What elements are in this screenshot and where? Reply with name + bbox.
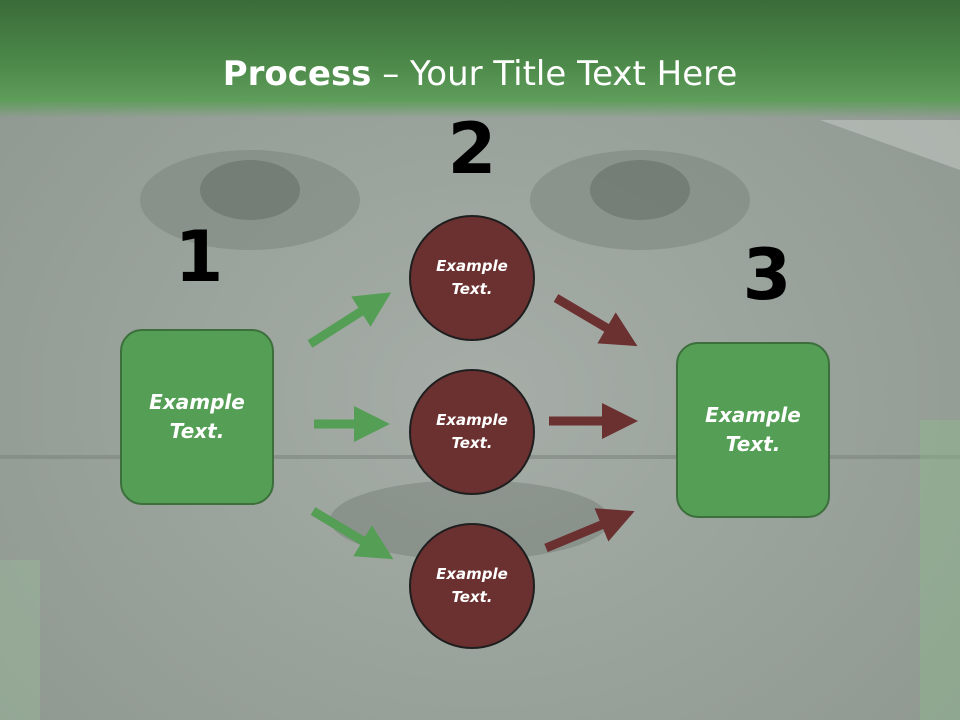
start-box-line2: Text. [169,419,225,443]
end-box-line1: Example [705,403,801,427]
step-number-2: 2 [447,108,497,190]
circle-middle-line2: Text. [451,434,493,452]
circle-top-line2: Text. [451,280,493,298]
step-number-3: 3 [742,234,792,316]
arrow-red-down [553,294,638,347]
step-number-1: 1 [174,216,224,298]
title-bold: Process [222,54,372,94]
circle-bottom-line2: Text. [451,588,493,606]
circle-middle-line1: Example [436,411,508,429]
arrow-red-up [544,508,635,553]
arrow-green-down [310,507,394,560]
title-rest: – Your Title Text Here [371,54,738,94]
start-box-line1: Example [149,390,245,414]
circle-top-line1: Example [436,257,508,275]
slide-title: Process – Your Title Text Here [0,52,960,96]
title-banner [0,0,960,118]
end-box-line2: Text. [725,432,781,456]
circle-bottom-line1: Example [436,565,508,583]
arrow-green-up [307,292,392,348]
